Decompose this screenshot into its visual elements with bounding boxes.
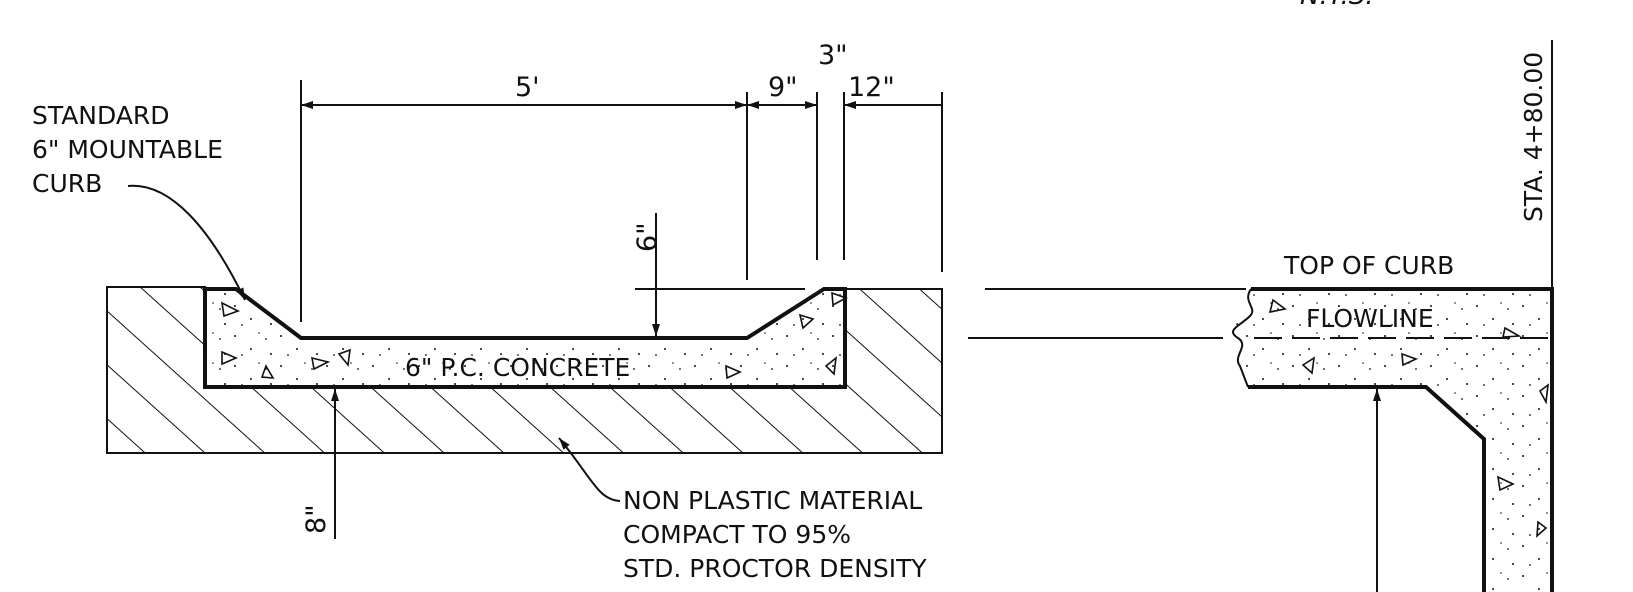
curb-callout-line2: 6" MOUNTABLE [32,135,223,164]
concrete-label: 6" P.C. CONCRETE [405,353,630,382]
dim-8in-thickness: 8" [301,504,332,534]
station-label: STA. 4+80.00 [1519,52,1548,222]
scale-note: N.T.S. [1300,0,1374,11]
aggregate-symbols [220,291,848,380]
base-note-leader [558,437,621,502]
dim-9in: 9" [768,72,798,103]
dim-6in-depth: 6" [632,222,663,252]
curb-leader [127,184,246,301]
break-symbol [1231,288,1254,388]
flowline-label: FLOWLINE [1306,304,1434,333]
elevation-aggregate [1268,298,1550,538]
dim-12in: 12" [848,72,895,103]
dim-3in: 3" [818,40,848,71]
top-of-curb-label: TOP OF CURB [1283,251,1454,280]
concrete-curb-section [203,287,847,389]
base-note-line2: COMPACT TO 95% [623,520,851,549]
dim-5ft: 5' [515,72,540,103]
curb-callout-line1: STANDARD [32,101,170,130]
base-note-line1: NON PLASTIC MATERIAL [623,486,922,515]
base-note-line3: STD. PROCTOR DENSITY [623,554,927,583]
curb-callout-line3: CURB [32,169,102,198]
top-dimension-string [300,80,943,322]
